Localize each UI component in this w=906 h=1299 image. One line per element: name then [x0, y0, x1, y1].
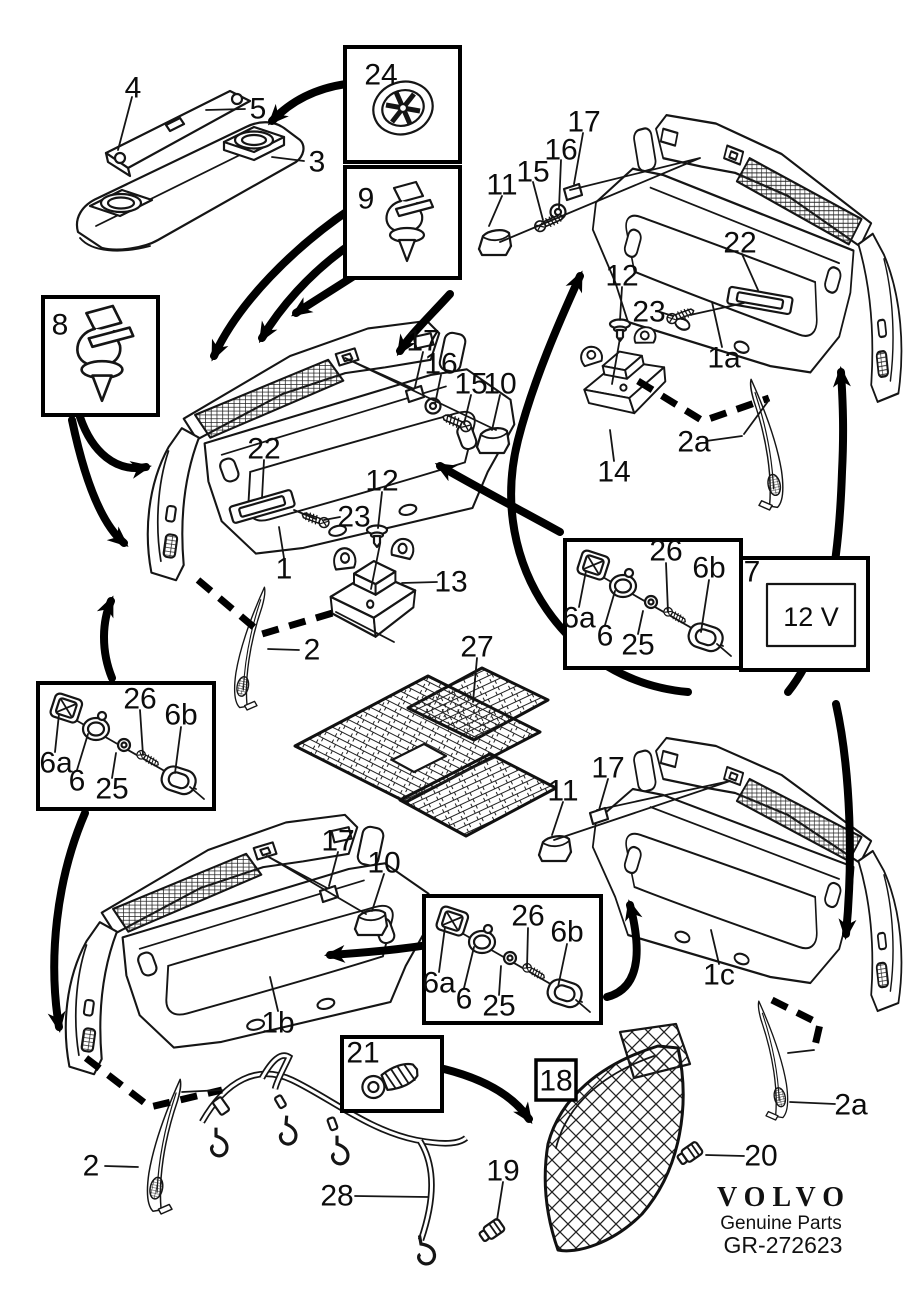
callout-10: 10 [483, 368, 516, 401]
voltage-plate [765, 582, 857, 648]
callout-28: 28 [320, 1180, 353, 1213]
trim-blade-2a [757, 1000, 789, 1121]
handle-plate-22-panel1a [726, 285, 794, 316]
callout-23: 23 [337, 501, 370, 534]
star-washer-24 [372, 80, 434, 136]
callout-12: 12 [605, 260, 638, 293]
cover-cap-11 [477, 229, 513, 257]
callout-9: 9 [358, 183, 375, 216]
strap-hook [209, 1126, 229, 1158]
voltage-label: 12 V [783, 602, 839, 632]
loose-parts [75, 89, 789, 1267]
callout-21: 21 [346, 1037, 379, 1070]
cargo-net [543, 1022, 692, 1253]
callout-25: 25 [621, 629, 654, 662]
trim-panels [64, 113, 903, 1076]
callout-16: 16 [544, 134, 577, 167]
callout-5: 5 [250, 93, 267, 126]
trim-blade-2 [233, 586, 266, 711]
tag-17 [562, 182, 584, 202]
panel-1c [591, 736, 903, 1013]
dashed-guides [83, 378, 825, 1111]
footer: VOLVO Genuine Parts GR-272623 [717, 1182, 851, 1258]
storage-tray [75, 121, 305, 252]
trim-blade-2 [146, 1078, 182, 1215]
callout-1b: 1b [261, 1007, 294, 1040]
callout-14: 14 [597, 456, 630, 489]
cover-cap-10 [353, 909, 389, 937]
callout-13: 13 [434, 566, 467, 599]
clip-19 [476, 1217, 507, 1245]
drawing-number: GR-272623 [724, 1232, 843, 1258]
callout-15: 15 [516, 156, 549, 189]
callout-26: 26 [649, 535, 682, 568]
callout-2a: 2a [677, 426, 711, 459]
callout-2: 2 [304, 634, 321, 667]
callout-8: 8 [52, 309, 69, 342]
strap-hook [278, 1113, 300, 1147]
panel-1 [146, 319, 516, 582]
callout-6: 6 [456, 983, 473, 1016]
cover-cap-10 [475, 427, 511, 455]
box-18-label [534, 1058, 578, 1102]
callout-7: 7 [744, 556, 761, 589]
callout-16: 16 [424, 348, 457, 381]
callout-26: 26 [123, 683, 156, 716]
box-21 [340, 1035, 444, 1113]
strap-hook [413, 1231, 438, 1267]
callout-6b: 6b [550, 916, 583, 949]
callout-19: 19 [486, 1155, 519, 1188]
callout-6a: 6a [39, 747, 73, 780]
callout-6a: 6a [422, 967, 456, 1000]
callout-layer: 4532498111516172212231a142a1716151022122… [39, 59, 868, 1213]
callout-6a: 6a [562, 602, 596, 635]
callout-1a: 1a [707, 342, 741, 375]
callout-25: 25 [482, 990, 515, 1023]
callout-6b: 6b [164, 699, 197, 732]
callout-1c: 1c [703, 959, 735, 992]
volvo-logo: VOLVO [717, 1182, 851, 1213]
cargo-mat [293, 666, 558, 838]
strap-hook [330, 1134, 350, 1166]
callout-1: 1 [276, 553, 293, 586]
callout-22: 22 [247, 433, 280, 466]
callout-4: 4 [125, 72, 142, 105]
genuine-parts-label: Genuine Parts [720, 1213, 841, 1234]
callout-17: 17 [591, 752, 624, 785]
callout-3: 3 [309, 146, 326, 179]
detail-boxes [36, 45, 870, 1113]
callout-25: 25 [95, 773, 128, 806]
callout-10: 10 [367, 847, 400, 880]
callout-26: 26 [511, 900, 544, 933]
callout-22: 22 [723, 227, 756, 260]
callout-17: 17 [567, 106, 600, 139]
bracket-14 [573, 324, 674, 424]
clip-20 [674, 1140, 705, 1168]
callout-24: 24 [364, 59, 397, 92]
callout-27: 27 [460, 631, 493, 664]
callout-18: 18 [539, 1065, 572, 1098]
callout-11: 11 [547, 775, 578, 808]
callout-20: 20 [744, 1140, 777, 1173]
callout-23: 23 [632, 296, 665, 329]
leader-lines [54, 96, 836, 1221]
handle-plate-22-panel1 [228, 489, 296, 524]
callout-6b: 6b [692, 552, 725, 585]
callout-6: 6 [69, 765, 86, 798]
callout-2a: 2a [834, 1089, 868, 1122]
callout-2: 2 [83, 1150, 100, 1183]
callout-17: 17 [406, 325, 439, 358]
callout-12: 12 [365, 465, 398, 498]
callout-17: 17 [321, 825, 354, 858]
callout-15: 15 [454, 368, 487, 401]
callout-6: 6 [597, 620, 614, 653]
bracket-13 [329, 537, 417, 638]
load-strap [199, 1052, 469, 1267]
callout-11: 11 [486, 169, 517, 202]
